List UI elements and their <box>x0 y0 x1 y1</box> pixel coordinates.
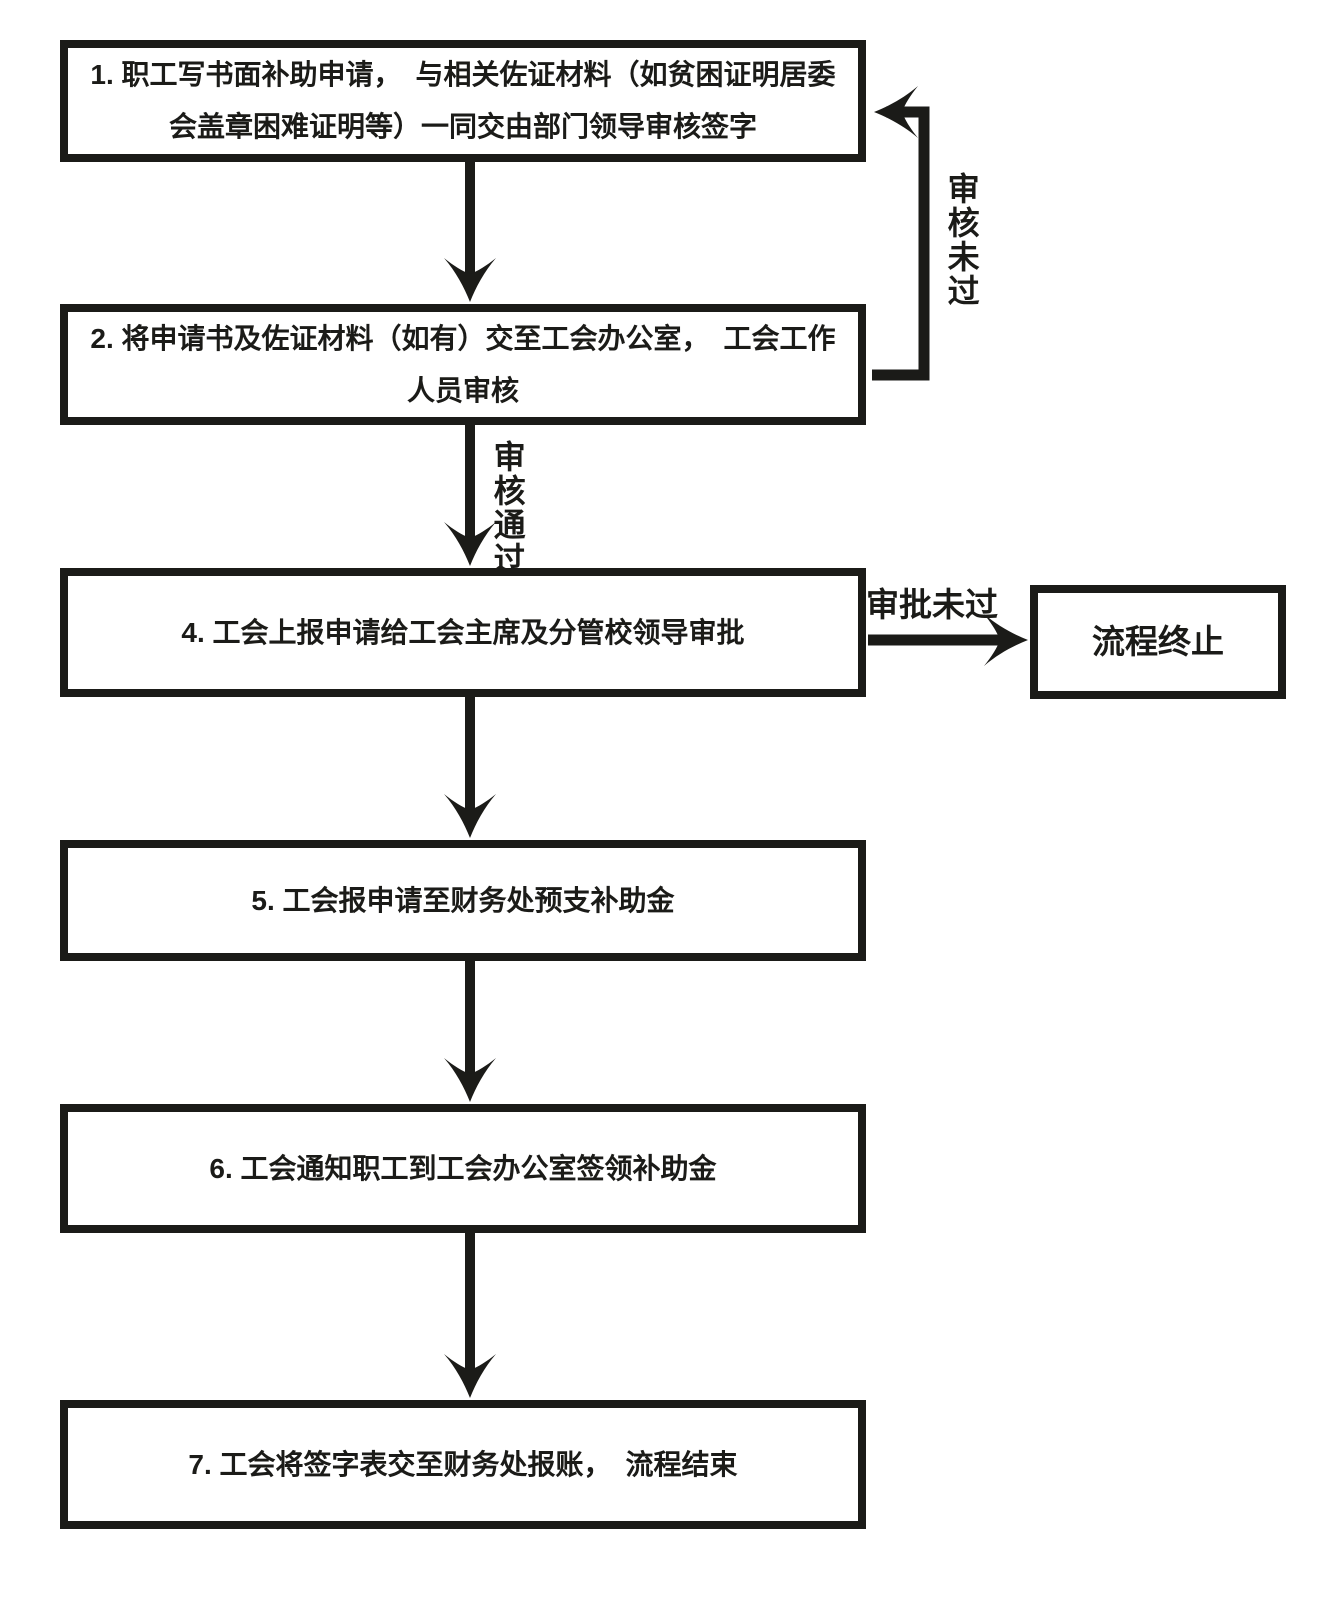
flow-step-7-text: 7. 工会将签字表交至财务处报账， 流程结束 <box>188 1448 738 1480</box>
arrow-step4-to-step5 <box>444 697 496 838</box>
arrow-step2-to-step4 <box>444 424 496 566</box>
arrow-step1-to-step2 <box>444 162 496 302</box>
review-rejected-label: 审核未过 <box>943 172 980 308</box>
flow-step-7-box: 7. 工会将签字表交至财务处报账， 流程结束 <box>60 1400 866 1529</box>
flow-step-2-text-line-2: 人员审核 <box>406 374 519 406</box>
flow-step-2-box: 2. 将申请书及佐证材料（如有）交至工会办公室， 工会工作 人员审核 <box>60 304 866 425</box>
flow-step-6-text: 6. 工会通知职工到工会办公室签领补助金 <box>209 1152 717 1184</box>
flow-step-5-text: 5. 工会报申请至财务处预支补助金 <box>251 884 675 916</box>
flow-terminal-box: 流程终止 <box>1030 585 1286 699</box>
arrow-review-rejected-feedback <box>872 86 930 381</box>
arrow-approval-rejected <box>868 614 1028 666</box>
flow-terminal-text: 流程终止 <box>1092 623 1224 660</box>
flow-step-2-text-line-1: 2. 将申请书及佐证材料（如有）交至工会办公室， 工会工作 <box>90 322 836 354</box>
flow-step-1-box: 1. 职工写书面补助申请， 与相关佐证材料（如贫困证明居委 会盖章困难证明等）一… <box>60 40 866 162</box>
arrow-step5-to-step6 <box>444 961 496 1102</box>
flow-step-5-box: 5. 工会报申请至财务处预支补助金 <box>60 840 866 961</box>
flow-step-4-text: 4. 工会上报申请给工会主席及分管校领导审批 <box>181 616 745 648</box>
review-passed-label: 审核通过 <box>489 440 526 576</box>
arrow-step6-to-step7 <box>444 1233 496 1398</box>
flow-step-1-text-line-2: 会盖章困难证明等）一同交由部门领导审核签字 <box>168 111 757 142</box>
approval-rejected-label: 审批未过 <box>866 586 998 623</box>
flow-step-6-box: 6. 工会通知职工到工会办公室签领补助金 <box>60 1104 866 1233</box>
flow-step-1-text-line-1: 1. 职工写书面补助申请， 与相关佐证材料（如贫困证明居委 <box>90 59 836 90</box>
flow-step-4-box: 4. 工会上报申请给工会主席及分管校领导审批 <box>60 568 866 697</box>
